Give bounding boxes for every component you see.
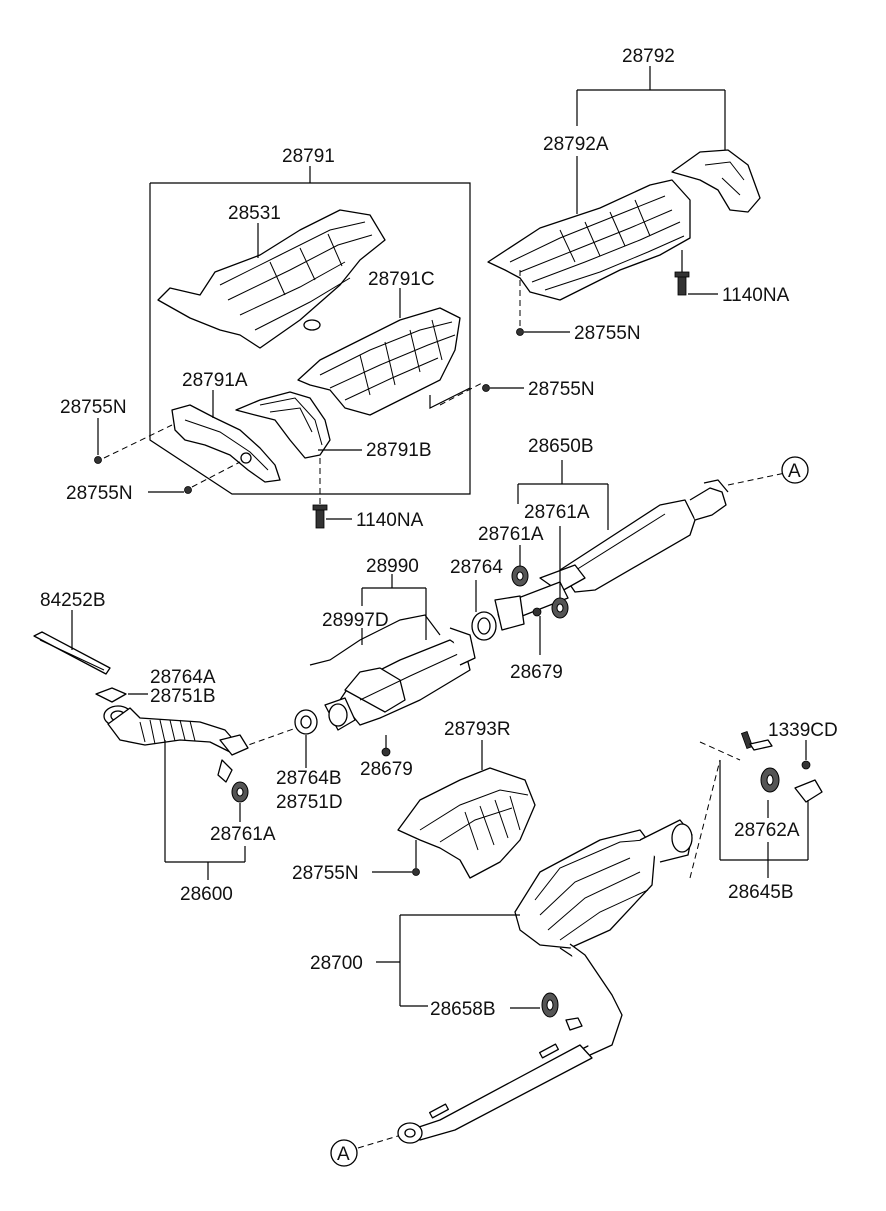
label-28755N-c: 28755N bbox=[292, 863, 359, 884]
bolt-1140NA-top bbox=[674, 250, 718, 296]
ref-circle-A-top: A bbox=[781, 456, 809, 484]
hanger-28658B bbox=[541, 992, 583, 1031]
label-28679-a: 28679 bbox=[510, 662, 563, 683]
label-84252B: 84252B bbox=[40, 590, 106, 611]
label-28755N-left: 28755N bbox=[60, 397, 127, 418]
callout-28600 bbox=[164, 740, 246, 880]
label-28791A: 28791A bbox=[182, 370, 248, 391]
label-28793R: 28793R bbox=[444, 719, 511, 740]
gasket-28764A bbox=[95, 687, 148, 703]
label-1140NA-top: 1140NA bbox=[722, 285, 790, 306]
heat-shield-28792 bbox=[487, 149, 761, 301]
callout-28650B bbox=[517, 460, 609, 602]
gasket-28764 bbox=[471, 580, 497, 641]
label-28997D: 28997D bbox=[322, 610, 389, 631]
label-1339CD: 1339CD bbox=[768, 720, 838, 741]
label-28764: 28764 bbox=[450, 557, 503, 578]
gasket-28764B bbox=[239, 709, 318, 768]
hanger-28761A-l bbox=[511, 565, 529, 587]
label-28645B: 28645B bbox=[728, 882, 794, 903]
heat-shield-28791B bbox=[235, 391, 331, 459]
label-28762A: 28762A bbox=[734, 820, 800, 841]
label-28764A: 28764A bbox=[150, 667, 216, 688]
tail-pipe bbox=[397, 1043, 593, 1144]
label-28791B: 28791B bbox=[366, 440, 432, 461]
label-28700: 28700 bbox=[310, 953, 363, 974]
front-pipe-28600 bbox=[103, 705, 249, 783]
callout-28645B bbox=[719, 760, 809, 878]
leader-refA-top bbox=[727, 471, 791, 486]
label-28751D: 28751D bbox=[276, 792, 343, 813]
callout-28990 bbox=[361, 574, 427, 640]
bracket-84252B bbox=[33, 610, 111, 675]
nut-28679-a bbox=[532, 607, 542, 655]
rear-muffler-28700 bbox=[514, 819, 693, 1056]
label-28791: 28791 bbox=[282, 146, 335, 167]
callout-28791 bbox=[149, 166, 471, 495]
sensor-wire-28997D bbox=[309, 614, 441, 666]
ref-circle-A-bottom: A bbox=[330, 1139, 358, 1167]
bolt-1140NA-mid bbox=[312, 458, 352, 529]
nut-28755N-c bbox=[372, 840, 420, 876]
svg-text:A: A bbox=[337, 1144, 350, 1165]
label-28679-b: 28679 bbox=[360, 759, 413, 780]
leader-refA-bottom bbox=[357, 1135, 399, 1149]
nut-28679-b bbox=[381, 735, 391, 757]
nut-28755N-a bbox=[516, 270, 570, 336]
hanger-assy-28645B bbox=[689, 730, 823, 879]
label-28761A-l: 28761A bbox=[478, 524, 544, 545]
label-28755N-a: 28755N bbox=[574, 323, 641, 344]
label-28764B: 28764B bbox=[276, 768, 342, 789]
nut-28755N-left bbox=[94, 418, 173, 464]
callout-28700 bbox=[376, 914, 540, 1009]
label-28761A-r: 28761A bbox=[524, 502, 590, 523]
label-28755N-bl: 28755N bbox=[66, 483, 133, 504]
heat-shield-28793R bbox=[397, 767, 536, 879]
callout-28792 bbox=[576, 66, 726, 214]
hanger-28761A-r bbox=[551, 597, 569, 619]
nut-28755N-bl bbox=[148, 461, 241, 494]
label-28761A-b: 28761A bbox=[210, 824, 276, 845]
label-28792: 28792 bbox=[622, 46, 675, 67]
label-28650B: 28650B bbox=[528, 436, 594, 457]
label-28990: 28990 bbox=[366, 556, 419, 577]
catalyst-28990 bbox=[324, 627, 476, 731]
label-28600: 28600 bbox=[180, 884, 233, 905]
hanger-28761A-b bbox=[231, 781, 249, 822]
label-28791C: 28791C bbox=[368, 269, 435, 290]
heat-shield-28531 bbox=[157, 209, 386, 349]
label-28755N-b: 28755N bbox=[528, 379, 595, 400]
label-28658B: 28658B bbox=[430, 999, 496, 1020]
nut-28755N-b bbox=[429, 381, 524, 409]
heat-shield-28791A bbox=[171, 404, 281, 483]
label-28751B: 28751B bbox=[150, 686, 216, 707]
svg-text:A: A bbox=[788, 461, 801, 482]
heat-shield-28791C bbox=[297, 307, 461, 416]
label-1140NA-mid: 1140NA bbox=[356, 510, 424, 531]
label-28792A: 28792A bbox=[543, 134, 609, 155]
label-28531: 28531 bbox=[228, 203, 281, 224]
center-muffler-28650B bbox=[494, 479, 729, 631]
